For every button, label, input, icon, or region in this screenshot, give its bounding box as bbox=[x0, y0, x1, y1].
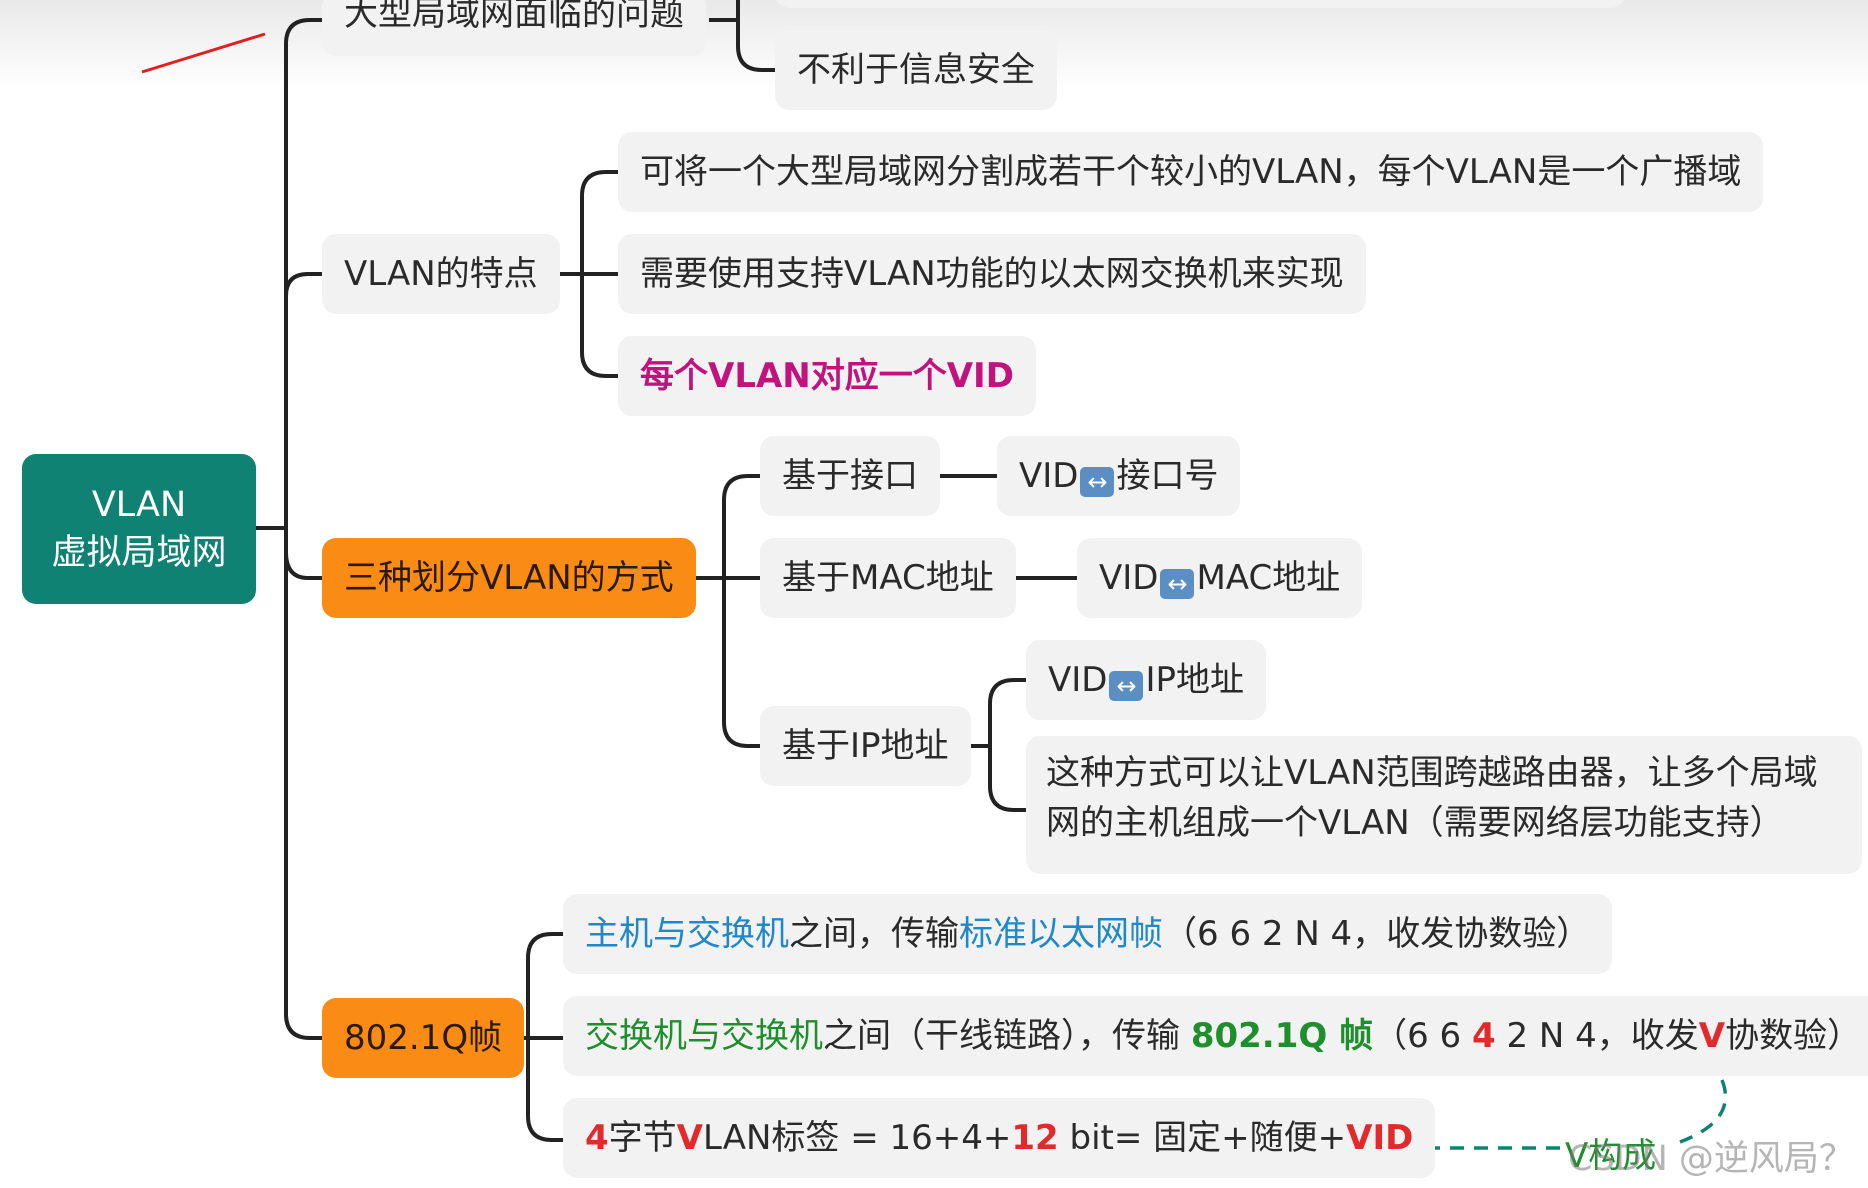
node-methods: 三种划分VLAN的方式 bbox=[322, 538, 696, 618]
switch-switch-part7: V bbox=[1698, 1016, 1726, 1056]
node-feature-vid: 每个VLAN对应一个VID bbox=[618, 336, 1036, 416]
by-port-label: 基于接口 bbox=[782, 456, 918, 496]
switch-switch-part2: 之间（干线链路），传输 bbox=[823, 1016, 1191, 1056]
node-features: VLAN的特点 bbox=[322, 234, 560, 314]
switch-switch-part4: （6 6 bbox=[1373, 1016, 1472, 1056]
tag-part7: VID bbox=[1346, 1118, 1414, 1158]
host-switch-part3: 标准以太网帧 bbox=[959, 914, 1163, 954]
node-ip-mapping: VID↔IP地址 bbox=[1026, 640, 1266, 720]
switch-switch-part3: 802.1Q 帧 bbox=[1190, 1016, 1374, 1056]
node-by-mac: 基于MAC地址 bbox=[760, 538, 1016, 618]
host-switch-part4: （6 6 2 N 4，收发协数验） bbox=[1163, 914, 1591, 954]
main-trunk bbox=[284, 18, 322, 1040]
switch-switch-part1: 交换机与交换机 bbox=[585, 1016, 823, 1056]
by-ip-label: 基于IP地址 bbox=[782, 726, 949, 766]
branch-methods-link bbox=[284, 551, 322, 580]
feature-switch-text: 需要使用支持VLAN功能的以太网交换机来实现 bbox=[640, 254, 1344, 294]
tag-part1: 4 bbox=[585, 1118, 609, 1158]
root-line1: VLAN bbox=[91, 485, 187, 525]
node-by-ip: 基于IP地址 bbox=[760, 706, 971, 786]
switch-switch-part8: 协数验） bbox=[1725, 1016, 1862, 1056]
node-frame: 802.1Q帧 bbox=[322, 998, 525, 1078]
watermark: CSDN @逆风局？ bbox=[1568, 1139, 1854, 1179]
node-problem-hidden bbox=[775, 0, 1625, 8]
mac-vid: VID bbox=[1099, 558, 1159, 598]
features-link bbox=[550, 170, 618, 378]
tag-part4: LAN标签 = 16+4+ bbox=[703, 1118, 1012, 1158]
tag-part3: V bbox=[676, 1118, 703, 1158]
node-ip-note: 这种方式可以让VLAN范围跨越路由器，让多个局域网的主机组成一个VLAN（需要网… bbox=[1026, 736, 1862, 874]
tag-part2: 字节 bbox=[608, 1118, 677, 1158]
node-host-switch: 主机与交换机之间，传输标准以太网帧（6 6 2 N 4，收发协数验） bbox=[563, 894, 1613, 974]
pen-mark bbox=[141, 32, 266, 74]
node-feature-broadcast: 可将一个大型局域网分割成若干个较小的VLAN，每个VLAN是一个广播域 bbox=[618, 132, 1764, 212]
by-mac-label: 基于MAC地址 bbox=[782, 558, 994, 598]
node-mac-mapping: VID↔MAC地址 bbox=[1077, 538, 1363, 618]
switch-switch-part5: 4 bbox=[1472, 1016, 1496, 1056]
v-composition-annotation: V构成 bbox=[1565, 1136, 1657, 1176]
branch-features-link bbox=[284, 272, 322, 297]
ip-vid: VID bbox=[1048, 660, 1108, 700]
port-vid: VID bbox=[1019, 456, 1079, 496]
tag-part6: bit= 固定+随便+ bbox=[1058, 1118, 1347, 1158]
node-problems: 大型局域网面临的问题 bbox=[322, 0, 706, 56]
node-switch-switch: 交换机与交换机之间（干线链路），传输 802.1Q 帧（6 6 4 2 N 4，… bbox=[563, 996, 1868, 1076]
methods-link bbox=[693, 474, 760, 748]
node-by-port: 基于接口 bbox=[760, 436, 940, 516]
feature-vid-text: 每个VLAN对应一个VID bbox=[640, 356, 1014, 396]
node-vlan-tag: 4字节VLAN标签 = 16+4+12 bit= 固定+随便+VID bbox=[563, 1098, 1436, 1178]
ip-target: IP地址 bbox=[1145, 660, 1244, 700]
node-port-mapping: VID↔接口号 bbox=[997, 436, 1241, 516]
ip-link bbox=[961, 678, 1026, 812]
port-target: 接口号 bbox=[1116, 456, 1219, 496]
host-switch-part2: 之间，传输 bbox=[789, 914, 959, 954]
info-security-label: 不利于信息安全 bbox=[797, 50, 1035, 90]
tag-part5: 12 bbox=[1011, 1118, 1059, 1158]
mac-target: MAC地址 bbox=[1196, 558, 1341, 598]
node-problems-label: 大型局域网面临的问题 bbox=[344, 0, 684, 34]
left-right-arrow-icon: ↔ bbox=[1109, 671, 1144, 701]
methods-label: 三种划分VLAN的方式 bbox=[344, 558, 674, 598]
problems-link bbox=[709, 0, 775, 72]
host-switch-part1: 主机与交换机 bbox=[585, 914, 789, 954]
left-right-arrow-icon: ↔ bbox=[1160, 569, 1195, 599]
features-label: VLAN的特点 bbox=[344, 254, 538, 294]
ip-note-text: 这种方式可以让VLAN范围跨越路由器，让多个局域网的主机组成一个VLAN（需要网… bbox=[1046, 753, 1818, 843]
node-info-security: 不利于信息安全 bbox=[775, 30, 1057, 110]
switch-switch-part6: 2 N 4，收发 bbox=[1495, 1016, 1699, 1056]
node-feature-switch: 需要使用支持VLAN功能的以太网交换机来实现 bbox=[618, 234, 1366, 314]
root-node: VLAN 虚拟局域网 bbox=[22, 454, 256, 604]
left-right-arrow-icon: ↔ bbox=[1080, 467, 1115, 497]
frame-label: 802.1Q帧 bbox=[344, 1018, 503, 1058]
feature-broadcast-text: 可将一个大型局域网分割成若干个较小的VLAN，每个VLAN是一个广播域 bbox=[640, 152, 1742, 192]
root-line2: 虚拟局域网 bbox=[51, 533, 227, 573]
